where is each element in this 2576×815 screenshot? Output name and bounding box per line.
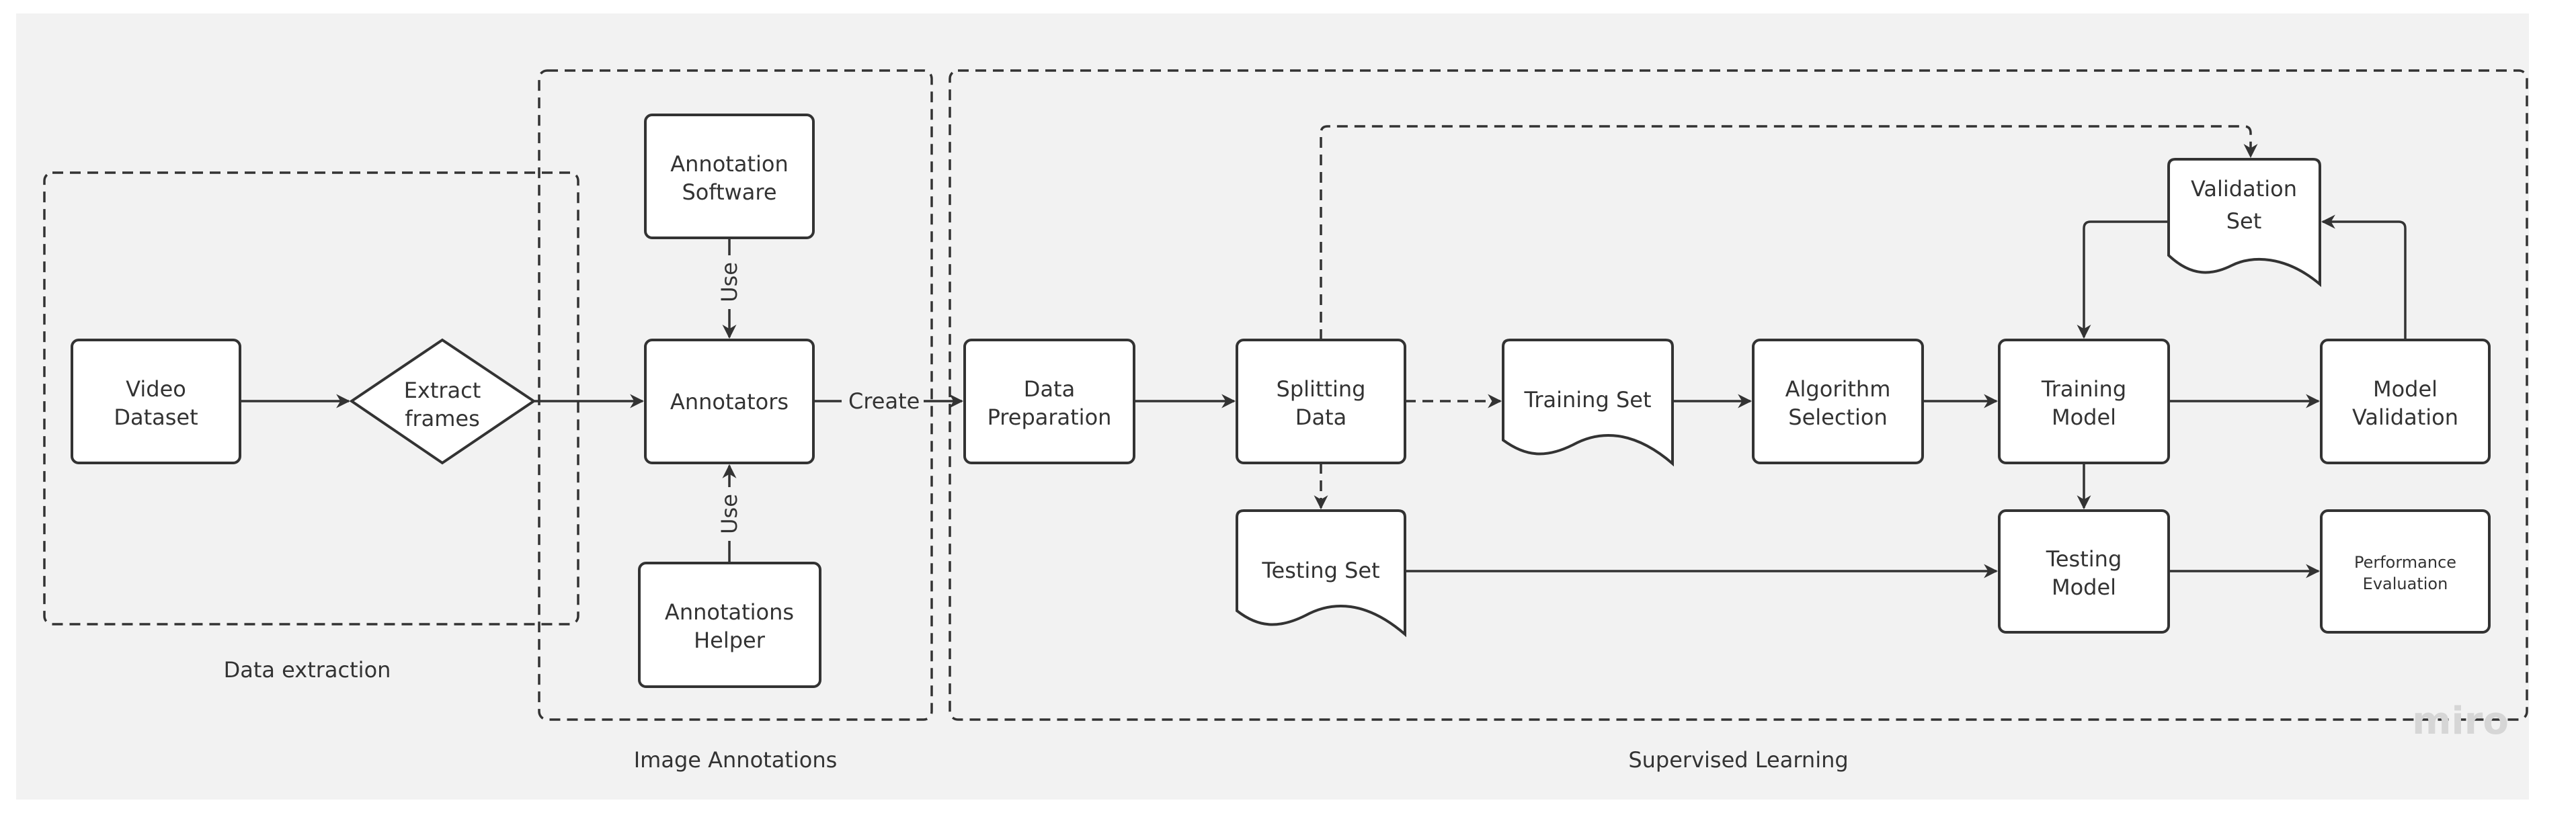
edge-splitting-to-validation-set <box>1320 125 2258 340</box>
node-training-set[interactable]: Training Set <box>1502 339 1674 467</box>
group-image-annotations <box>538 69 933 721</box>
edge-label-create: Create <box>848 388 920 414</box>
miro-watermark: miro <box>2412 699 2509 743</box>
svg-text:Testing Set: Testing Set <box>1261 558 1379 583</box>
edge-label-use-top: Use <box>717 262 742 302</box>
group-label-supervised-learning: Supervised Learning <box>1628 747 1848 773</box>
svg-text:Annotators: Annotators <box>670 389 789 415</box>
group-label-data-extraction: Data extraction <box>224 657 391 683</box>
node-annotators[interactable]: Annotators <box>644 339 815 464</box>
edge-validation-set-to-training-model <box>2077 220 2169 339</box>
edge-label-use-bottom: Use <box>717 494 742 534</box>
edges: Use Use Create <box>240 125 2407 578</box>
group-label-image-annotations: Image Annotations <box>634 747 838 773</box>
node-testing-set[interactable]: Testing Set <box>1236 509 1406 638</box>
edge-model-validation-to-validation-set <box>2321 214 2407 340</box>
svg-text:Training Set: Training Set <box>1524 387 1652 413</box>
